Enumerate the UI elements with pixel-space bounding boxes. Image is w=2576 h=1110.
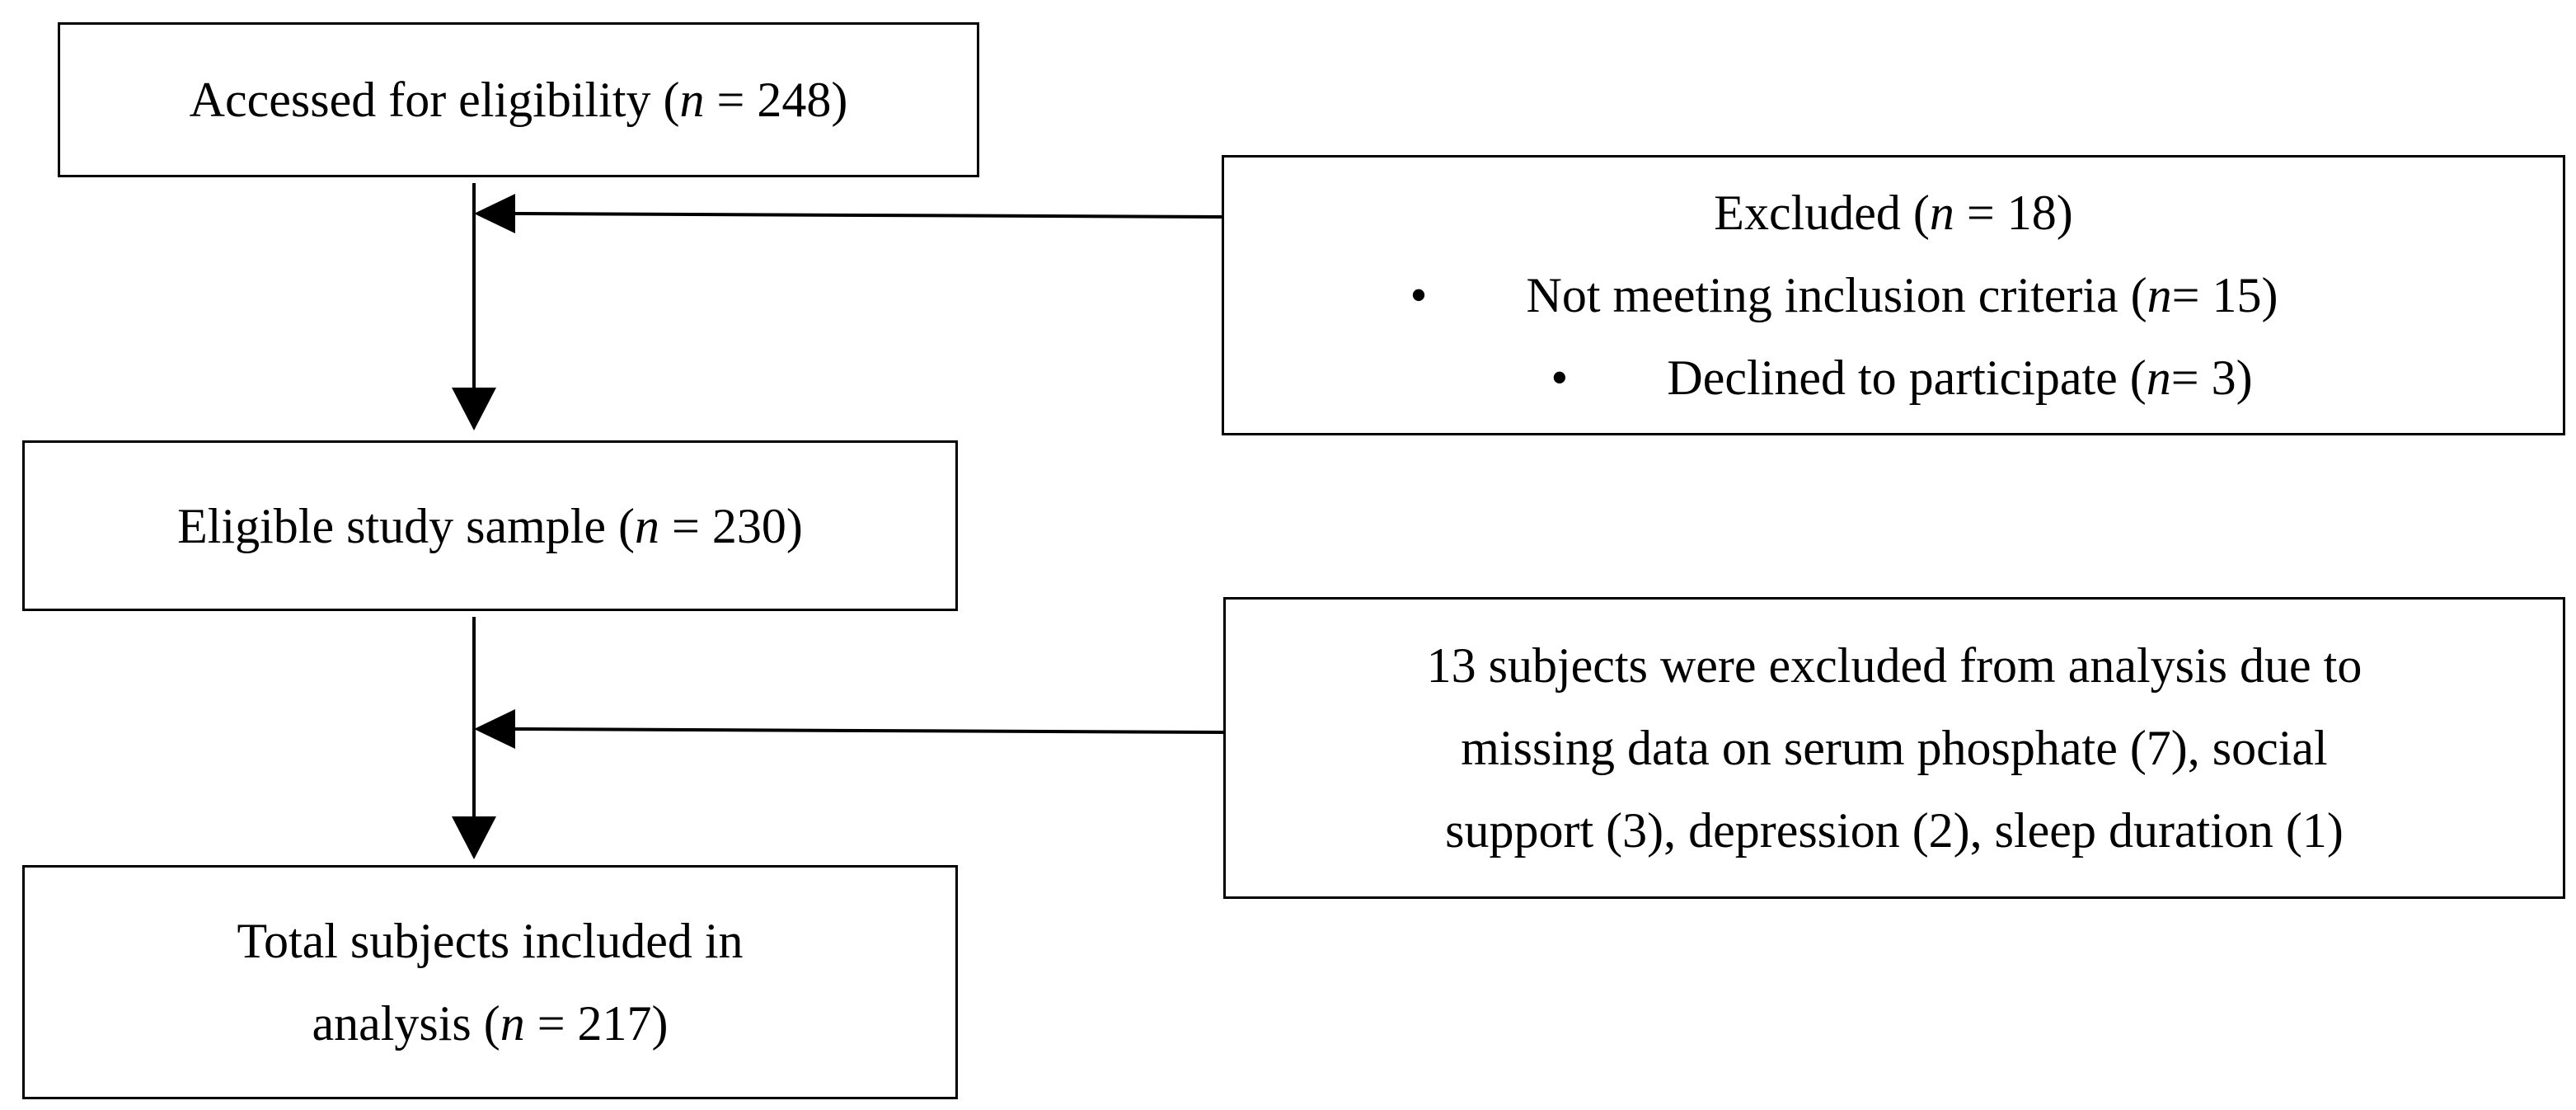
assessed-text: Accessed for eligibility (n = 248) <box>190 59 848 141</box>
missing-data-line: missing data on serum phosphate (7), soc… <box>1461 721 2328 775</box>
arrow-excluded-shaft <box>514 212 1222 219</box>
excluded-title-label: Excluded ( <box>1714 186 1930 240</box>
excluded-box: Excluded (n = 18) • Not meeting inclusio… <box>1222 155 2565 435</box>
total-included-box: Total subjects included in analysis (n =… <box>22 865 958 1099</box>
arrow-assessed-to-eligible-head <box>452 388 496 430</box>
total-label-line: Total subjects included in <box>237 914 744 968</box>
excluded-title-n-symbol: n <box>1929 186 1954 240</box>
bullet-icon: • <box>1410 268 1428 322</box>
excluded-title: Excluded (n = 18) <box>1714 172 2072 254</box>
excluded-reason-n-symbol: n <box>2146 350 2171 405</box>
missing-data-exclusion-box: 13 subjects were excluded from analysis … <box>1223 597 2565 899</box>
assessed-for-eligibility-box: Accessed for eligibility (n = 248) <box>58 22 979 177</box>
excluded-reason-count: = 3) <box>2170 350 2253 405</box>
missing-data-line: support (3), depression (2), sleep durat… <box>1445 803 2344 858</box>
excluded-title-count: = 18) <box>1954 186 2073 240</box>
excluded-reason-item: • Not meeting inclusion criteria (n = 15… <box>1410 254 2278 336</box>
assessed-label: Accessed for eligibility ( <box>189 73 680 127</box>
total-count: = 217) <box>524 996 669 1051</box>
total-label: analysis ( <box>312 996 500 1051</box>
excluded-reason-label: Not meeting inclusion criteria ( <box>1526 268 2147 322</box>
missing-data-line: 13 subjects were excluded from analysis … <box>1426 638 2363 693</box>
eligible-study-sample-box: Eligible study sample (n = 230) <box>22 440 958 611</box>
excluded-reason-n-symbol: n <box>2147 268 2172 322</box>
arrow-eligible-to-total-head <box>452 816 496 859</box>
eligible-count: = 230) <box>659 498 803 553</box>
eligible-text: Eligible study sample (n = 230) <box>177 485 803 567</box>
total-count-line: analysis (n = 217) <box>312 982 668 1065</box>
assessed-count: = 248) <box>704 73 848 127</box>
arrow-missing-head <box>474 709 515 749</box>
excluded-reason-label: Declined to participate ( <box>1667 350 2147 405</box>
assessed-n-symbol: n <box>679 73 705 127</box>
arrow-excluded-head <box>474 194 515 233</box>
eligible-label: Eligible study sample ( <box>177 498 636 553</box>
eligible-n-symbol: n <box>635 498 660 553</box>
excluded-reason-item: • Declined to participate (n = 3) <box>1551 336 2252 419</box>
total-n-symbol: n <box>500 996 525 1051</box>
bullet-icon: • <box>1551 350 1569 405</box>
arrow-missing-shaft <box>514 727 1224 734</box>
excluded-reason-count: = 15) <box>2171 268 2278 322</box>
